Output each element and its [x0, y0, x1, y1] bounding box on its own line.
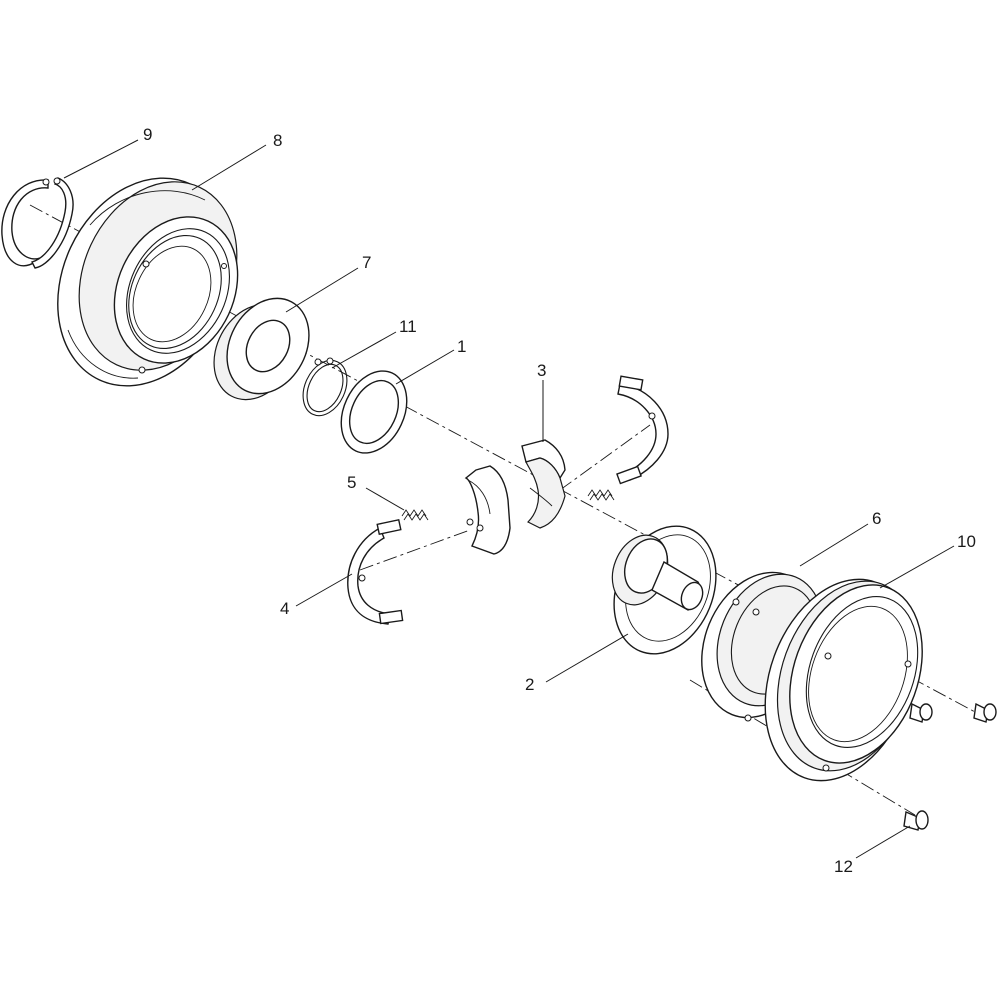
- screws-part-12: [903, 702, 997, 831]
- hub-part-2: [611, 525, 717, 655]
- shoe-axis-lower: [359, 529, 471, 571]
- leader-7: [285, 267, 359, 313]
- clutch-weight-part-3: [521, 439, 566, 529]
- circlip-part-11: [302, 357, 348, 417]
- callout-7: 7: [362, 253, 371, 272]
- bearing-part-7: [213, 297, 310, 401]
- callout-5: 5: [347, 473, 356, 492]
- leader-12: [855, 825, 911, 859]
- callout-11: 11: [399, 317, 417, 336]
- callout-6: 6: [872, 509, 881, 528]
- clutch-weight-lower: [464, 465, 511, 555]
- spring-part-5: [401, 509, 429, 521]
- callout-8: 8: [273, 131, 282, 150]
- leader-1: [395, 349, 455, 385]
- callout-2: 2: [525, 675, 534, 694]
- shoe-axis-upper: [559, 424, 651, 491]
- brake-shoe-part-4: [347, 518, 404, 625]
- leader-10: [879, 545, 955, 589]
- housing-part-8: [57, 177, 239, 387]
- leader-9: [63, 139, 139, 179]
- leader-5: [365, 487, 405, 511]
- callout-10: 10: [957, 532, 976, 551]
- brake-shoe-upper: [616, 375, 669, 485]
- leader-2: [545, 633, 629, 683]
- drum-part-10: [764, 578, 923, 782]
- washer-part-1: [340, 370, 408, 454]
- callout-9: 9: [143, 125, 152, 144]
- snap-ring-part-9: [1, 177, 74, 269]
- spring-upper: [587, 489, 615, 501]
- callout-3: 3: [537, 361, 546, 380]
- callout-12: 12: [834, 857, 853, 876]
- callout-4: 4: [280, 599, 289, 618]
- leader-8: [191, 144, 267, 191]
- callout-1: 1: [457, 337, 466, 356]
- leader-4: [295, 573, 353, 607]
- leader-11: [331, 331, 397, 369]
- leader-6: [799, 523, 869, 567]
